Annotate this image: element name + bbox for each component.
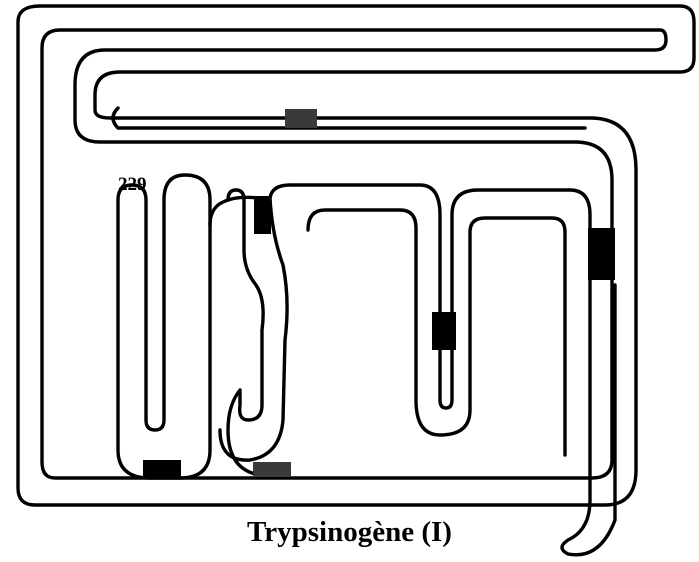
inner-loop-outline bbox=[42, 30, 666, 478]
disulfide-bridge-right bbox=[588, 228, 615, 280]
disulfide-bridge-middle bbox=[432, 312, 456, 350]
disulfide-bridge-top bbox=[285, 109, 317, 128]
disulfide-bridge-bottom-center bbox=[253, 462, 291, 477]
tail-strand bbox=[562, 250, 615, 555]
left-hairpin bbox=[118, 175, 210, 478]
residue-number-label: 229 bbox=[118, 174, 147, 195]
disulfide-bridge-bottom-left bbox=[143, 460, 181, 479]
disulfide-bridge-upper-center bbox=[254, 196, 271, 234]
diagram-caption: Trypsinogène (I) bbox=[0, 516, 699, 549]
